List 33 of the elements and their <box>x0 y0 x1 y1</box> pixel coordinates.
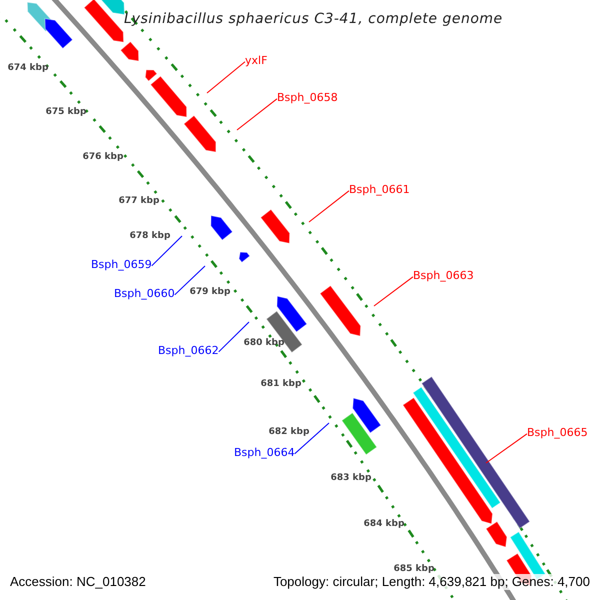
position-label: 674 kbp <box>8 63 48 73</box>
gene-label: Bsph_0660 <box>114 287 175 300</box>
leader-line <box>174 266 206 296</box>
position-label: 679 kbp <box>190 287 230 297</box>
gene-label: Bsph_0663 <box>413 269 474 282</box>
leader-line <box>206 61 246 94</box>
title: Lysinibacillus sphaericus C3-41, complete genome <box>124 10 503 29</box>
position-label: 684 kbp <box>364 519 404 529</box>
accession-text: Accession: NC_010382 <box>10 574 146 590</box>
position-label: 678 kbp <box>130 231 170 241</box>
leader-line <box>308 190 350 222</box>
position-label: 677 kbp <box>118 196 160 206</box>
leader-line <box>151 236 182 266</box>
leader-line <box>294 422 330 454</box>
position-label: 683 kbp <box>330 473 372 483</box>
leader-line <box>374 276 414 306</box>
position-label: 680 kbp <box>244 338 284 348</box>
position-label: 685 kbp <box>394 564 434 574</box>
position-label: 682 kbp <box>268 427 310 437</box>
gene-label: Bsph_0659 <box>91 258 152 271</box>
gene-label: Bsph_0665 <box>527 426 588 439</box>
genome-info-text: Topology: circular; Length: 4,639,821 bp; Genes: 4,700 <box>273 574 590 590</box>
gene-label: Bsph_0664 <box>234 446 295 459</box>
gene-label: Bsph_0662 <box>158 344 219 357</box>
position-label: 681 kbp <box>260 379 302 389</box>
position-label: 675 kbp <box>46 107 86 117</box>
gene-label: yxlF <box>245 54 268 67</box>
leader-line <box>486 433 528 464</box>
leader-line <box>236 98 278 130</box>
position-label: 676 kbp <box>82 152 124 162</box>
leader-line <box>218 322 250 352</box>
gene-label: Bsph_0661 <box>349 183 410 196</box>
gene-label: Bsph_0658 <box>277 91 338 104</box>
